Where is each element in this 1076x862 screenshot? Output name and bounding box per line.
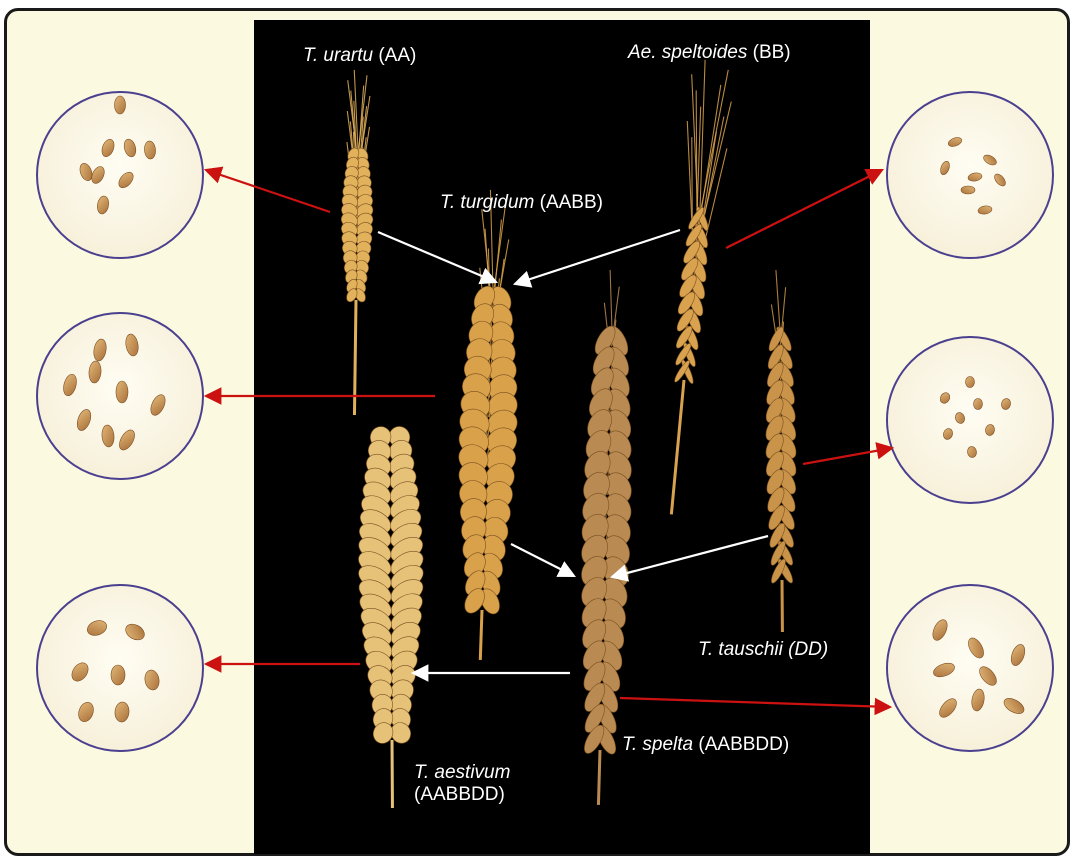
label-urartu: T. urartu (AA) [303, 45, 416, 67]
grain [974, 399, 983, 410]
genome-formula: (AABBDD) [414, 784, 505, 805]
arrow-tauschii-to-seeds [803, 448, 892, 464]
label-aestivum: T. aestivum (AABBDD) [414, 762, 510, 806]
arrow-speltoides-to-turgidum [515, 230, 680, 284]
grain [961, 186, 975, 194]
circle-outline [887, 585, 1053, 751]
circle-outline [887, 337, 1053, 503]
genome-formula: (AABBDD) [693, 734, 789, 755]
seed-circle-aestivum [37, 585, 203, 751]
arrow-urartu-to-seeds [206, 170, 330, 212]
arrow-urartu-to-turgidum [378, 232, 496, 282]
spike-spelta [576, 270, 636, 805]
stem [480, 610, 482, 660]
circle-outline [37, 92, 203, 258]
arrow-speltoides-to-seeds [726, 170, 882, 248]
species-name: T. turgidum [440, 192, 534, 213]
grain [116, 381, 128, 403]
grain [111, 665, 125, 685]
awn [610, 270, 612, 330]
genome-formula: (BB) [747, 42, 790, 63]
awn [700, 60, 705, 210]
seed-circle-turgidum [37, 313, 203, 479]
species-name: T. tauschii (DD) [698, 639, 828, 660]
stem [671, 380, 684, 514]
spike-urartu [339, 70, 376, 415]
spike-turgidum [454, 190, 522, 660]
awn [493, 200, 506, 300]
species-name: T. spelta [622, 734, 693, 755]
seed-circle-urartu [37, 92, 203, 258]
spike-tauschii [762, 270, 799, 632]
label-spelta: T. spelta (AABBDD) [622, 734, 789, 756]
stem [598, 750, 600, 805]
seed-circle-tauschii [887, 337, 1053, 503]
arrow-spelta-to-seeds [620, 698, 890, 707]
grain [115, 96, 126, 114]
spike-speltoides [671, 60, 731, 515]
genome-formula: (AA) [373, 45, 416, 66]
arrow-turgidum-to-spelta [511, 544, 574, 576]
species-name: Ae. speltoides [628, 42, 747, 63]
awn [776, 270, 780, 330]
seed-circle-speltoides [887, 92, 1053, 258]
label-tauschii: T. tauschii (DD) [698, 639, 828, 661]
label-speltoides: Ae. speltoides (BB) [628, 42, 791, 64]
label-turgidum: T. turgidum (AABB) [440, 192, 603, 214]
spike-aestivum [354, 423, 427, 808]
stem [354, 300, 356, 415]
genome-formula: (AABB) [534, 192, 603, 213]
grain [966, 377, 975, 388]
seed-circle-spelta [887, 585, 1053, 751]
arrow-tauschii-to-spelta [612, 536, 768, 577]
species-name: T. urartu [303, 45, 373, 66]
species-name: T. aestivum [414, 762, 510, 783]
